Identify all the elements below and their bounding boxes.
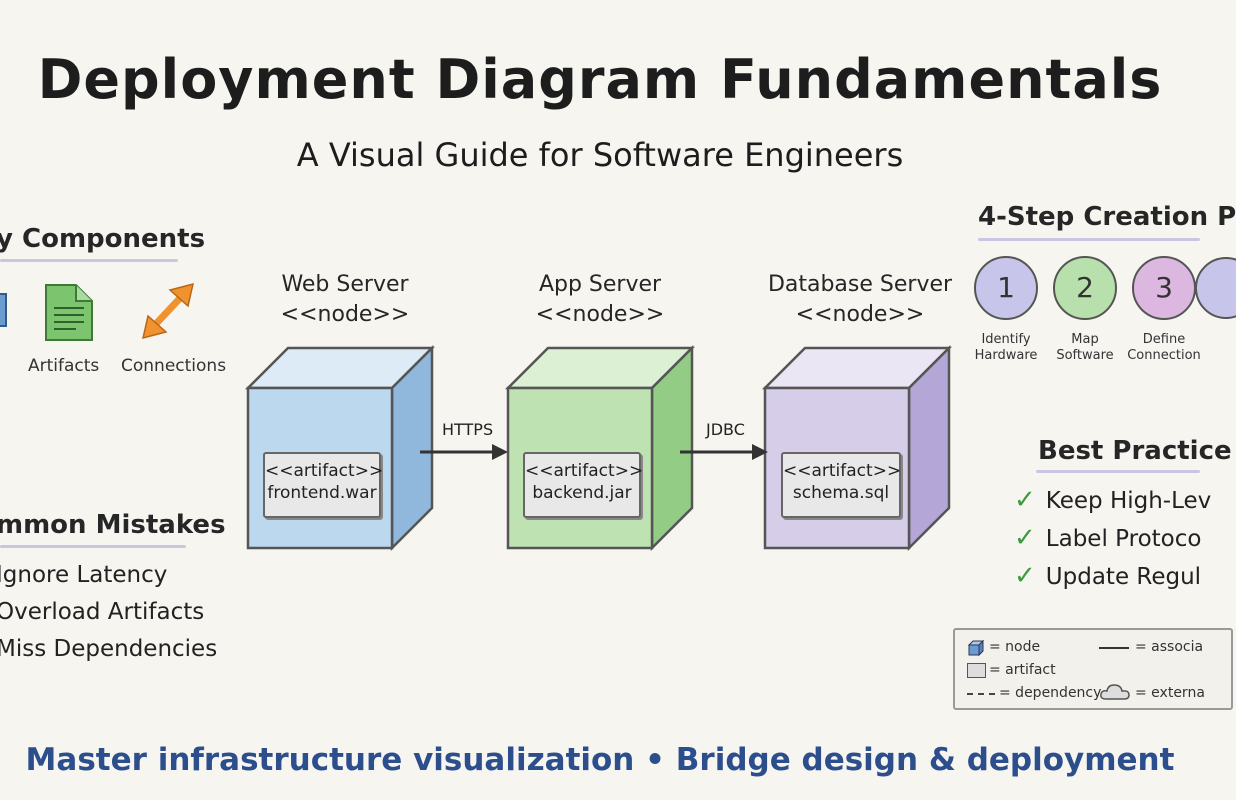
solid-line-icon: [1099, 647, 1129, 649]
artifact-name: schema.sql: [792, 483, 890, 503]
mistake-item: Ignore Latency: [0, 562, 168, 588]
legend-dependency: = dependency: [999, 685, 1102, 701]
artifact-name: frontend.war: [267, 483, 377, 503]
check-icon: ✓: [1014, 523, 1036, 553]
artifact-box-icon: [967, 663, 986, 678]
step-circle: 2: [1053, 256, 1117, 320]
step-label: Map Software: [1056, 332, 1114, 363]
app-server-node: [504, 344, 696, 552]
database-server-node: [761, 344, 953, 552]
artifacts-label: Artifacts: [28, 356, 100, 376]
step-circle: 3: [1132, 256, 1196, 320]
artifact-stereotype: <<artifact>>: [265, 461, 384, 481]
footer-tagline: Master infrastructure visualization • Br…: [25, 742, 1175, 778]
connections-label: Connections: [121, 356, 227, 376]
node-name: Web Server: [281, 272, 409, 297]
app-server-label: App Server <<node>>: [485, 270, 715, 330]
jdbc-arrow: [680, 444, 768, 460]
step-label: Identify Hardware: [974, 332, 1038, 363]
dashed-line-icon: [967, 693, 995, 695]
node-icon: [0, 293, 7, 327]
web-server-label: Web Server <<node>>: [230, 270, 460, 330]
legend: = node = artifact = dependency = associa…: [953, 628, 1233, 710]
page-title: Deployment Diagram Fundamentals: [37, 48, 1163, 111]
practices-title: Best Practice: [1038, 436, 1232, 466]
mistakes-underline: [0, 545, 186, 548]
page-subtitle: A Visual Guide for Software Engineers: [296, 136, 904, 174]
jdbc-label: JDBC: [706, 420, 745, 439]
step-circle-partial: [1195, 257, 1236, 319]
artifact-backend: <<artifact>> backend.jar: [523, 452, 644, 518]
artifact-stereotype: <<artifact>>: [525, 461, 644, 481]
mistake-item: Overload Artifacts: [0, 599, 205, 625]
node-stereotype: <<node>>: [535, 302, 665, 327]
mistake-item: Miss Dependencies: [0, 636, 218, 662]
legend-external: = externa: [1135, 685, 1205, 701]
double-arrow-icon: [141, 282, 195, 340]
check-icon: ✓: [1014, 485, 1036, 515]
legend-artifact: = artifact: [989, 662, 1056, 678]
step-label: Define Connection: [1127, 332, 1201, 363]
artifact-schema: <<artifact>> schema.sql: [781, 452, 901, 518]
https-label: HTTPS: [442, 420, 494, 439]
web-server-node: [244, 344, 436, 552]
document-icon: [45, 284, 93, 341]
legend-node: = node: [989, 639, 1041, 655]
steps-title: 4-Step Creation P: [978, 202, 1236, 232]
step-circle: 1: [974, 256, 1038, 320]
node-stereotype: <<node>>: [795, 302, 925, 327]
components-underline: [0, 259, 178, 262]
node-cube-icon: [967, 639, 985, 657]
node-name: App Server: [538, 272, 662, 297]
practice-item: ✓Label Protoco: [1014, 523, 1202, 553]
node-stereotype: <<node>>: [280, 302, 410, 327]
mistakes-title: mmon Mistakes: [0, 510, 226, 540]
artifact-frontend: <<artifact>> frontend.war: [263, 452, 384, 518]
artifact-name: backend.jar: [532, 483, 632, 503]
node-name: Database Server: [767, 272, 953, 297]
cloud-icon: [1100, 684, 1130, 700]
https-arrow: [420, 444, 508, 460]
practice-item: ✓Update Regul: [1014, 561, 1202, 591]
practice-item: ✓Keep High-Lev: [1014, 485, 1212, 515]
database-server-label: Database Server <<node>>: [730, 270, 990, 330]
steps-underline: [978, 238, 1200, 241]
practices-underline: [1036, 470, 1200, 473]
legend-association: = associa: [1135, 639, 1204, 655]
artifact-stereotype: <<artifact>>: [783, 461, 902, 481]
components-title: y Components: [0, 224, 206, 254]
check-icon: ✓: [1014, 561, 1036, 591]
